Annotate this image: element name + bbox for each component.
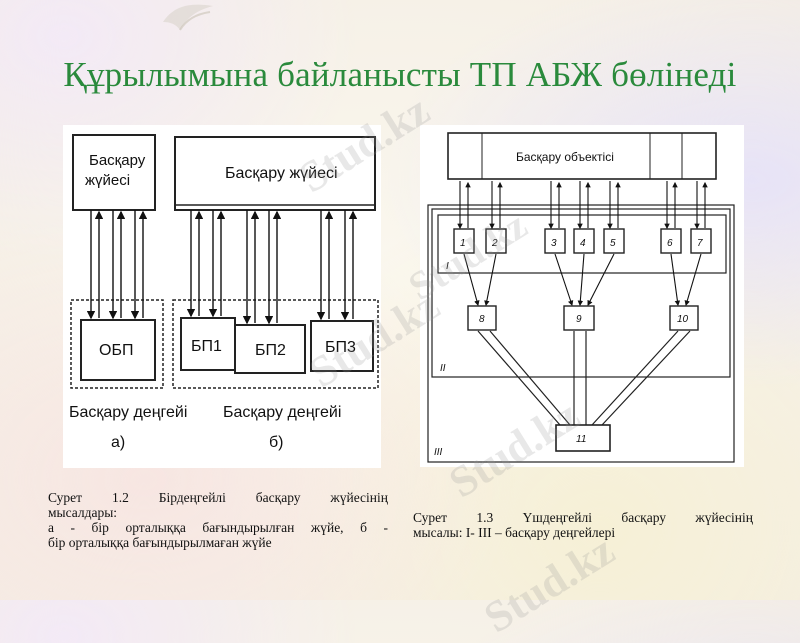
level-II-label: II bbox=[440, 363, 446, 374]
sub-label-b: б) bbox=[269, 434, 284, 451]
level-I-label: I bbox=[446, 261, 449, 272]
control-system-wide-label: Басқару жүйесі bbox=[225, 165, 338, 182]
level-label-a: Басқару деңгейі bbox=[69, 404, 187, 421]
node-7: 7 bbox=[697, 238, 703, 249]
node-9: 9 bbox=[576, 314, 582, 325]
level-label-b: Басқару деңгейі bbox=[223, 404, 341, 421]
three-level-diagram: Басқару объектісі 1 2 3 4 5 6 7 8 9 10 1… bbox=[427, 132, 735, 463]
caption-left-line-4: бір орталыққа бағындырылмаған жүйе bbox=[48, 535, 272, 550]
obp-box bbox=[80, 319, 156, 381]
control-system-label-1: Басқару bbox=[89, 152, 146, 169]
page-title: Құрылымына байланысты ТП АБЖ бөлінеді bbox=[63, 55, 737, 94]
right-diagram-panel: Басқару объектісі 1 2 3 4 5 6 7 8 9 10 1… bbox=[420, 125, 744, 467]
node-6: 6 bbox=[667, 238, 673, 249]
caption-left: Сурет 1.2 Бірдеңгейлі басқару жүйесінің … bbox=[48, 490, 388, 550]
caption-left-line-3: а - бір орталыққа бағындырылған жүйе, б … bbox=[48, 520, 388, 535]
single-level-diagram: Басқару жүйесі Басқару жүйесі ОБП БП1 БП… bbox=[69, 134, 379, 451]
level-III-label: III bbox=[434, 447, 443, 458]
node-11-box bbox=[555, 424, 611, 452]
bp3-box bbox=[310, 320, 374, 372]
node-3: 3 bbox=[551, 238, 557, 249]
bp3-label: БП3 bbox=[325, 339, 356, 356]
node-2: 2 bbox=[491, 238, 498, 249]
control-system-box-a bbox=[72, 134, 156, 211]
node-5: 5 bbox=[610, 238, 616, 249]
bp2-label: БП2 bbox=[255, 342, 286, 359]
node-11: 11 bbox=[576, 434, 586, 445]
caption-left-line-2: мысалдары: bbox=[48, 505, 118, 520]
caption-right: Сурет 1.3 Үшдеңгейлі басқару жүйесінің м… bbox=[413, 510, 753, 540]
control-system-box-b bbox=[174, 136, 376, 211]
caption-right-line-2: мысалы: I- III – басқару деңгейлері bbox=[413, 525, 616, 540]
control-object-label: Басқару объектісі bbox=[516, 150, 614, 164]
sub-label-a: а) bbox=[111, 434, 125, 451]
left-diagram-panel: Басқару жүйесі Басқару жүйесі ОБП БП1 БП… bbox=[63, 125, 381, 468]
control-object-box bbox=[447, 132, 717, 180]
bp2-box bbox=[234, 324, 306, 374]
node-4: 4 bbox=[580, 238, 586, 249]
watermark-5: Stud.kz bbox=[475, 525, 623, 643]
node-8: 8 bbox=[479, 314, 485, 325]
bird-logo-icon bbox=[163, 4, 213, 31]
node-1: 1 bbox=[460, 238, 466, 249]
caption-left-line-1: Сурет 1.2 Бірдеңгейлі басқару жүйесінің bbox=[48, 490, 388, 505]
caption-right-line-1: Сурет 1.3 Үшдеңгейлі басқару жүйесінің bbox=[413, 510, 753, 525]
bp1-label: БП1 bbox=[191, 338, 222, 355]
control-system-label-2: жүйесі bbox=[85, 172, 130, 189]
obp-label: ОБП bbox=[99, 342, 133, 359]
node-10: 10 bbox=[677, 314, 689, 325]
